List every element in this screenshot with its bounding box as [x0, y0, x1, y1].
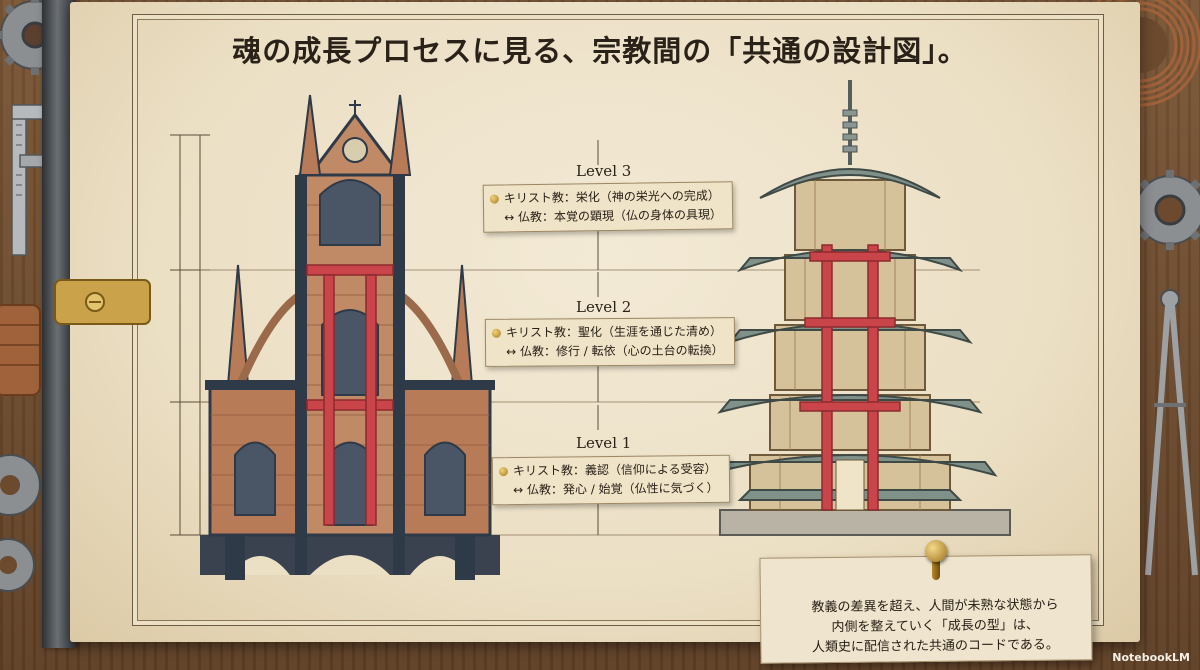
push-pin-stem — [932, 560, 940, 580]
clip-icon — [54, 279, 151, 325]
wire-coil-icon — [0, 304, 41, 396]
push-pin-icon — [489, 194, 499, 204]
caption-line-3: 人類史に配信された共通のコードである。 — [811, 637, 1059, 656]
gear-icon — [0, 454, 41, 592]
level-1-christian: キリスト教：義認（信仰による受容） — [512, 461, 717, 479]
level-2-buddhist: ↔ 仏教：修行 / 転依（心の土台の転換） — [506, 343, 724, 359]
watermark: NotebookLM — [1112, 651, 1190, 664]
gothic-cathedral-illustration — [200, 94, 500, 580]
caption-note: 教義の差異を超え、人間が未熟な状態から 内側を整えていく「成長の型」は、 人類史… — [759, 554, 1093, 664]
caption-line-1: 教義の差異を超え、人間が未熟な状態から — [811, 597, 1059, 616]
page-title: 魂の成長プロセスに見る、宗教間の「共通の設計図」。 — [232, 34, 968, 68]
pagoda-illustration — [702, 80, 1011, 536]
level-3-buddhist: ↔ 仏教：本覚の顕現（仏の身体の具現） — [504, 207, 723, 225]
gear-icon — [1130, 170, 1200, 250]
level-1-buddhist: ↔ 仏教：発心 / 始覚（仏性に気づく） — [513, 480, 719, 498]
push-pin-icon — [498, 467, 508, 477]
level-2-label: Level 2 — [576, 298, 632, 316]
level-2-note: キリスト教：聖化（生涯を通じた清め） ↔ 仏教：修行 / 転依（心の土台の転換） — [484, 317, 735, 367]
push-pin-icon — [925, 540, 947, 562]
level-2-christian: キリスト教：聖化（生涯を通じた清め） — [505, 324, 722, 340]
level-1-note: キリスト教：義認（信仰による受容） ↔ 仏教：発心 / 始覚（仏性に気づく） — [491, 454, 730, 506]
level-3-note: キリスト教：栄化（神の栄光への完成） ↔ 仏教：本覚の顕現（仏の身体の具現） — [482, 181, 734, 233]
push-pin-icon — [491, 328, 501, 338]
level-3-label: Level 3 — [576, 162, 632, 180]
level-1-label: Level 1 — [576, 434, 632, 452]
caption-text: 教義の差異を超え、人間が未熟な状態から 内側を整えていく「成長の型」は、 人類史… — [785, 595, 1086, 658]
compass-icon — [1145, 289, 1198, 576]
